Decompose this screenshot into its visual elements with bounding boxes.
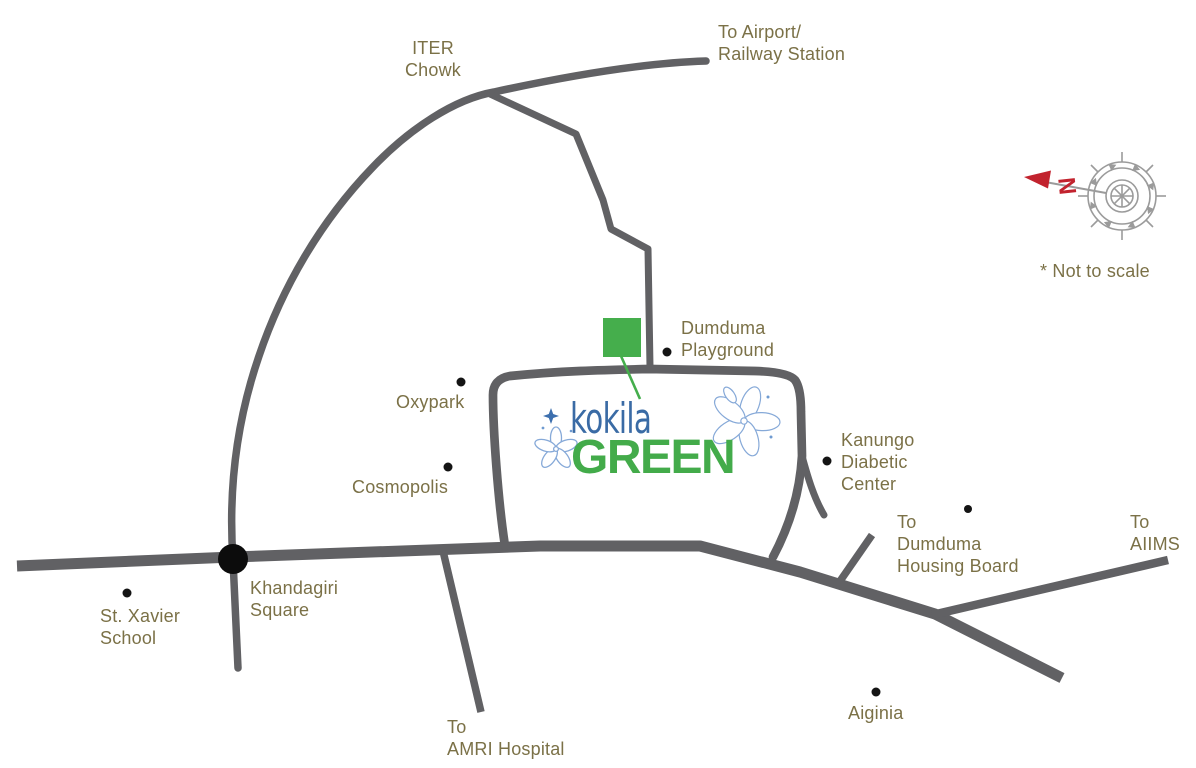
roads (16, 57, 1169, 713)
label-dumduma-housing-board: To Dumduma Housing Board (897, 512, 1019, 576)
label-amri-hospital: To AMRI Hospital (447, 717, 565, 759)
oxypark-dot (456, 377, 466, 387)
aiginia-dot (871, 687, 881, 697)
north-arrow-head (1024, 170, 1051, 189)
road-khandagiri-iter-airport (227, 57, 710, 672)
road-to-amri-hospital (439, 550, 485, 713)
label-line: Aiginia (848, 703, 904, 723)
label-line: Dumduma (681, 318, 766, 338)
road-iter-to-site (486, 90, 654, 371)
label-line: Khandagiri (250, 578, 338, 598)
flower-large-icon (712, 386, 781, 457)
label-khandagiri-square: Khandagiri Square (250, 578, 338, 620)
label-line: Center (841, 474, 896, 494)
label-line: Cosmopolis (352, 477, 448, 497)
label-line: Housing Board (897, 556, 1019, 576)
label-line: Square (250, 600, 309, 620)
label-cosmopolis: Cosmopolis (352, 477, 448, 497)
not-to-scale-note: * Not to scale (1040, 261, 1150, 281)
label-line: Kanungo (841, 430, 914, 450)
label-line: Dumduma (897, 534, 982, 554)
label-line: Oxypark (396, 392, 465, 412)
brand-name-bottom: GREEN (571, 431, 734, 484)
label-oxypark: Oxypark (396, 392, 465, 412)
cosmopolis-dot (443, 462, 453, 472)
compass-ring-arrows (1089, 163, 1155, 229)
label-kanungo-diabetic-center: Kanungo Diabetic Center (841, 430, 914, 494)
label-line: To (897, 512, 916, 532)
kanungo-dot (822, 456, 832, 466)
sparkle-icon (543, 408, 559, 424)
label-line: To (1130, 512, 1149, 532)
label-aiginia: Aiginia (848, 703, 904, 723)
label-line: To Airport/ (718, 22, 801, 42)
label-line: School (100, 628, 156, 648)
st-xavier-school-dot (122, 588, 132, 598)
road-to-aiims (931, 555, 1169, 620)
khandagiri-square-junction (218, 544, 248, 574)
label-dumduma-playground: Dumduma Playground (681, 318, 774, 360)
label-line: AMRI Hospital (447, 739, 565, 759)
label-line: St. Xavier (100, 606, 180, 626)
site-leader-line (619, 355, 642, 400)
label-line: Playground (681, 340, 774, 360)
label-line: Diabetic (841, 452, 908, 472)
flower-small-icon (534, 426, 578, 469)
compass-rose-icon: N (1024, 152, 1166, 240)
label-airport: To Airport/ Railway Station (718, 22, 845, 64)
kokila-green-site-marker (603, 318, 641, 357)
label-line: AIIMS (1130, 534, 1180, 554)
label-line: ITER (412, 38, 454, 58)
brand-name-top: kokila (570, 394, 651, 444)
road-to-dumduma-housing-board (834, 532, 876, 587)
label-line: Chowk (405, 60, 462, 80)
sparkle-dot (541, 426, 545, 430)
road-to-kanungo (798, 452, 828, 519)
label-iter-chowk: ITER Chowk (405, 38, 462, 80)
label-line: To (447, 717, 466, 737)
compass-north-label: N (1052, 176, 1081, 196)
label-line: Railway Station (718, 44, 845, 64)
brand-logo: kokila GREEN (534, 386, 781, 484)
label-aiims: To AIIMS (1130, 512, 1180, 554)
dumduma-housing-board-dot (964, 505, 972, 513)
dumduma-playground-dot (662, 347, 672, 357)
label-st-xavier-school: St. Xavier School (100, 606, 180, 648)
